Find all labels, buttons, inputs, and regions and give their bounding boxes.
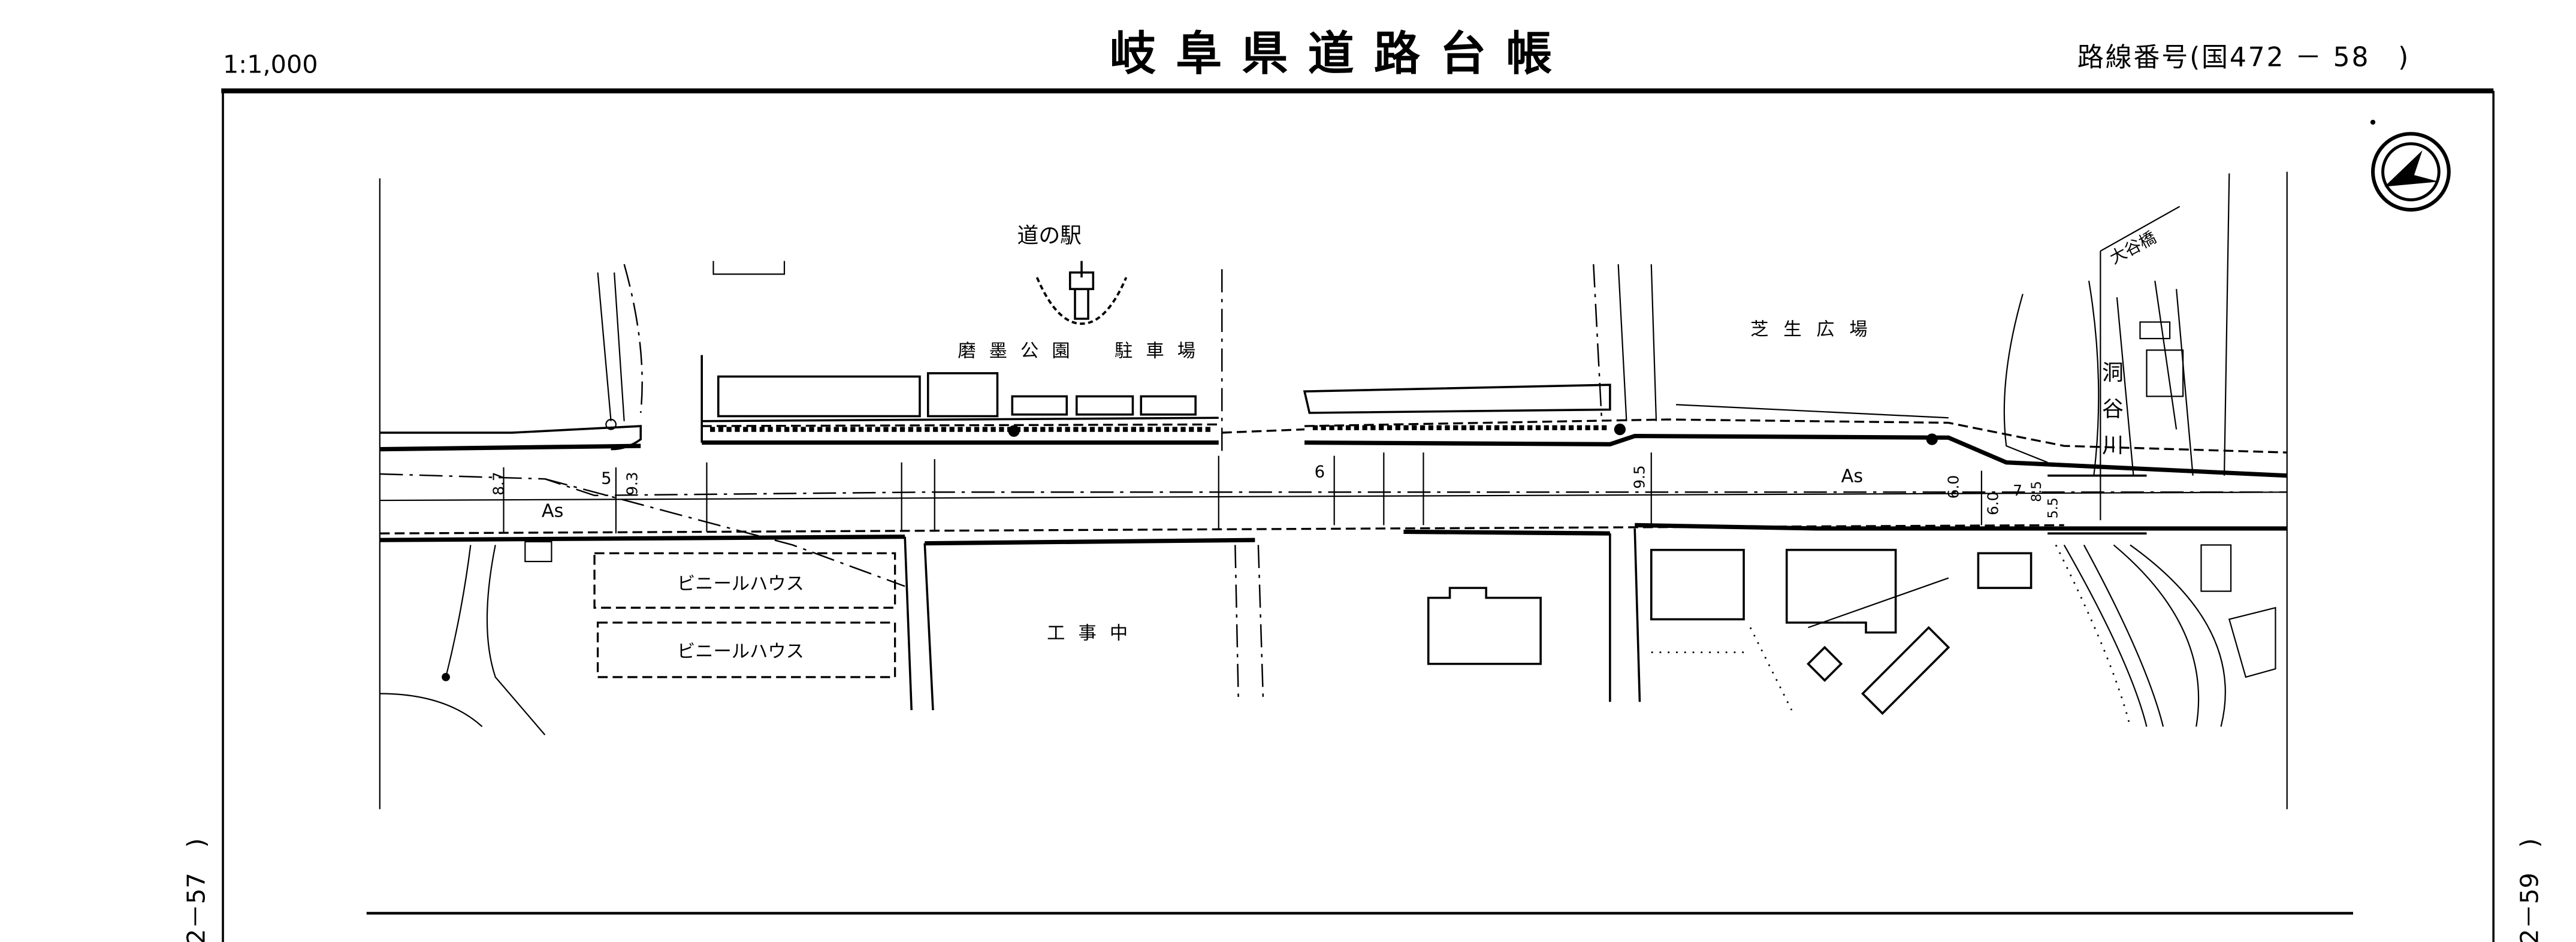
dimension-label: 7 <box>2013 482 2022 499</box>
vinyl-house-label: ビニールハウス <box>677 641 804 662</box>
map-boundary <box>379 171 2288 810</box>
east-side-road <box>2003 294 2048 463</box>
width-dimensions <box>503 452 1983 534</box>
route-number: 路線番号(国472 － 58 ) <box>2077 42 2410 73</box>
sheet-frame <box>221 88 2495 942</box>
dimension-label: 8.7 <box>490 472 508 495</box>
dimension-label: 6.0 <box>1944 475 1962 499</box>
side-road-south <box>1234 545 1264 702</box>
pavement-label: As <box>542 501 564 522</box>
vinyl-house-1 <box>593 552 896 609</box>
river-label-char: 川 <box>2102 433 2124 458</box>
scale-label: 1:1,000 <box>223 50 318 78</box>
river-label-char: 洞 <box>2102 361 2124 385</box>
sheet-title: 岐阜県道路台帳 <box>1110 27 1572 81</box>
national-road-472 <box>379 416 2287 711</box>
left-adjacent-sheet-label: 2－57 ) <box>182 838 211 942</box>
hora-tani-river <box>2055 280 2276 727</box>
parking-label: 磨墨公園 駐車場 <box>958 340 1209 361</box>
parking-structures <box>700 261 1938 454</box>
dimension-label: 5.5 <box>2046 497 2061 518</box>
dimension-label: 6 <box>1315 462 1325 481</box>
construction-label: 工事中 <box>1047 623 1141 644</box>
dimension-label: 9.5 <box>1631 465 1648 488</box>
vinyl-house-label: ビニールハウス <box>677 573 804 594</box>
side-road-north <box>1593 264 1949 421</box>
otani-bridge <box>2047 173 2230 535</box>
dimension-label: 8.5 <box>2030 481 2045 502</box>
vinyl-house-2 <box>596 621 896 678</box>
michi-no-eki-icon <box>1035 261 1128 325</box>
lawn-plaza-label: 芝生広場 <box>1750 319 1882 340</box>
bridge-label: 大谷橋 <box>2107 228 2160 268</box>
river-label-char: 谷 <box>2102 397 2124 422</box>
north-arrow-icon <box>2370 119 2451 212</box>
dimension-label: 9.3 <box>624 472 641 495</box>
michi-no-eki-label: 道の駅 <box>1017 224 1082 248</box>
side-road-west <box>379 264 643 736</box>
dimension-label: 6.0 <box>1984 491 2001 515</box>
buildings <box>1427 548 2033 715</box>
dimension-label: 5 <box>601 469 612 488</box>
right-adjacent-sheet-label: 2－59 ) <box>2515 838 2544 942</box>
pavement-label: As <box>1841 466 1864 487</box>
